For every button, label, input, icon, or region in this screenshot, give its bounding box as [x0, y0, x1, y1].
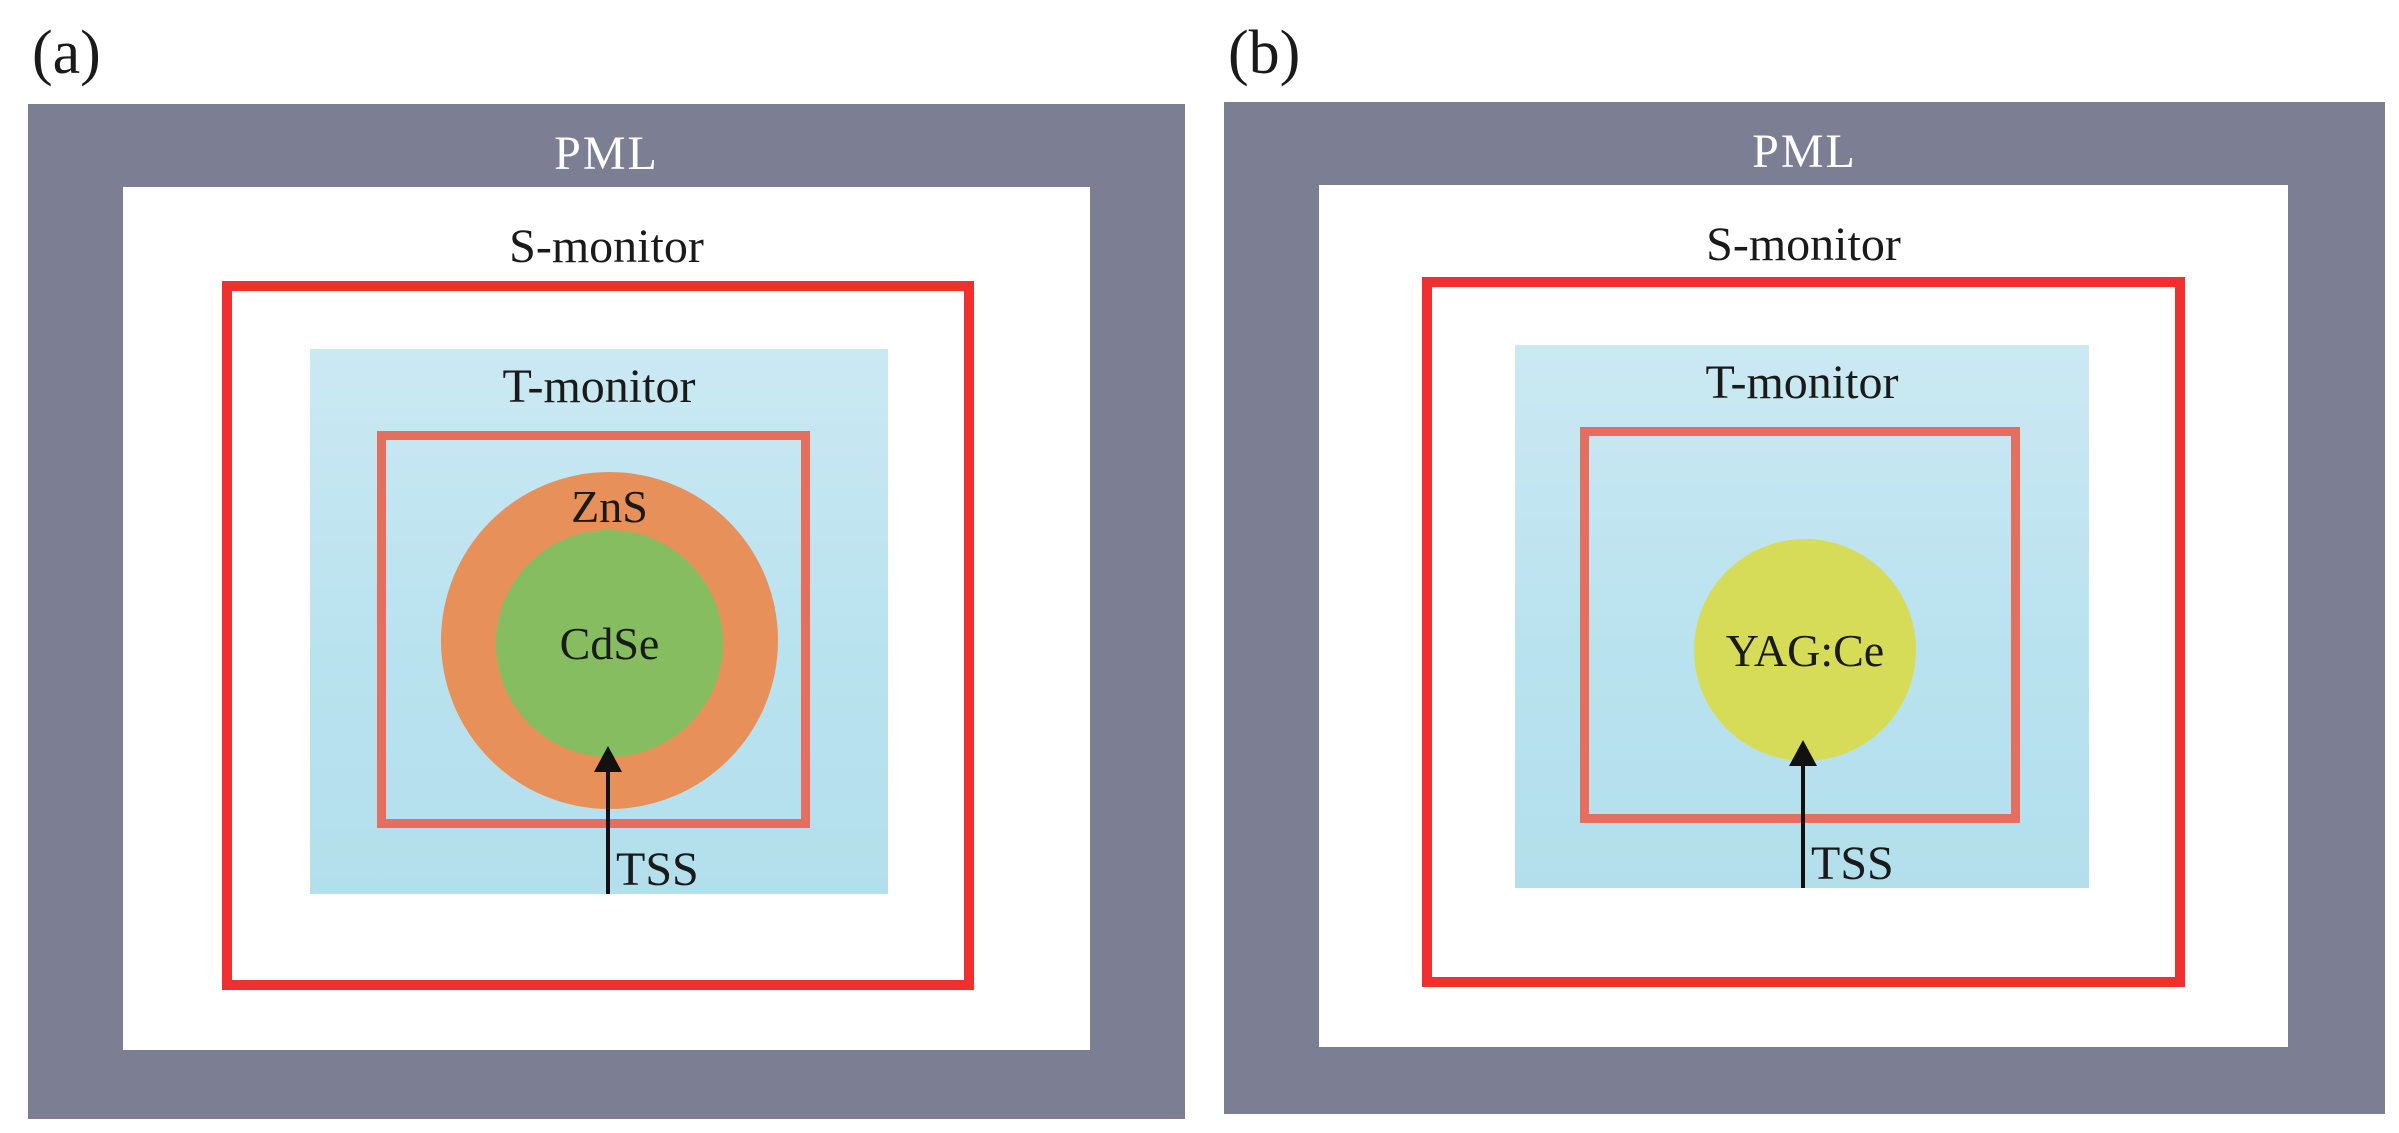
s-monitor-box-a [222, 281, 974, 990]
pml-layer-b: PML S-monitor T-monitor YAG:Ce TSS [1224, 102, 2385, 1114]
yag-ce-particle: YAG:Ce [1694, 539, 1916, 761]
s-monitor-box-b [1422, 277, 2185, 987]
source-arrow-a [594, 746, 622, 894]
source-arrow-b [1789, 740, 1817, 888]
cdse-label: CdSe [559, 618, 660, 669]
t-monitor-label-b: T-monitor [1705, 356, 1899, 409]
pml-label-a: PML [554, 127, 659, 180]
t-monitor-box-b: YAG:Ce [1580, 427, 2020, 823]
panel-a-label: (a) [32, 19, 101, 87]
yag-ce-label: YAG:Ce [1725, 624, 1885, 676]
tss-label-a: TSS [616, 843, 699, 896]
s-monitor-label-b: S-monitor [1706, 218, 1901, 271]
pml-layer-a: PML S-monitor T-monitor ZnS CdSe TSS [28, 104, 1185, 1119]
cdse-core: CdSe [496, 530, 723, 757]
s-monitor-label-a: S-monitor [509, 220, 704, 273]
pml-label-b: PML [1752, 125, 1857, 178]
tss-label-b: TSS [1811, 837, 1894, 890]
t-monitor-label-a: T-monitor [502, 360, 696, 413]
simulation-region-b: S-monitor T-monitor YAG:Ce TSS [1319, 185, 2288, 1047]
source-region-b: T-monitor YAG:Ce TSS [1515, 345, 2089, 890]
zns-label: ZnS [571, 481, 648, 532]
panel-b-label: (b) [1228, 19, 1301, 87]
source-region-a: T-monitor ZnS CdSe TSS [310, 349, 888, 896]
simulation-region-a: S-monitor T-monitor ZnS CdSe TSS [123, 187, 1090, 1050]
